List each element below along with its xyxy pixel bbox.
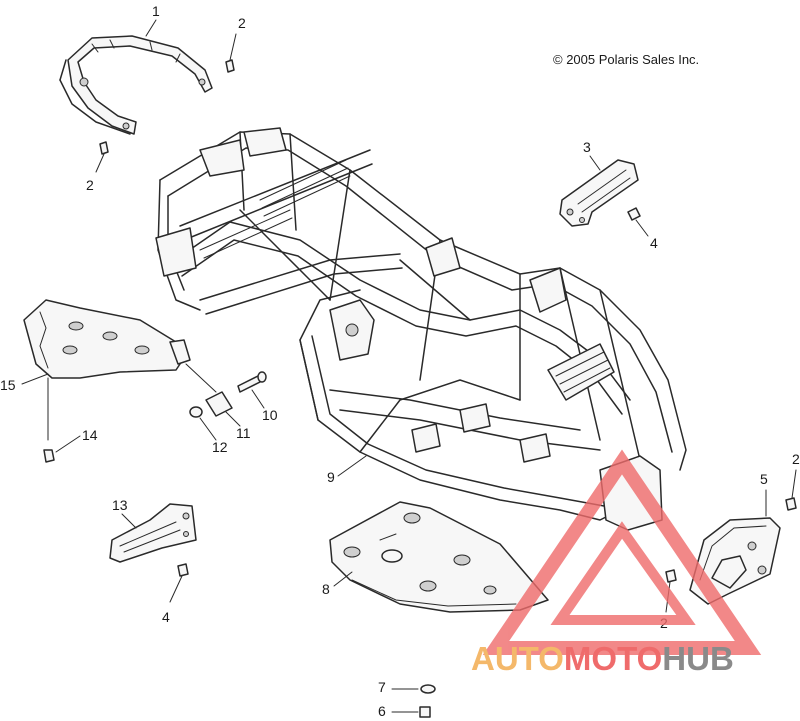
callout-6: 6 [378,703,386,719]
copyright-text: © 2005 Polaris Sales Inc. [553,52,699,67]
svg-text:AUTOMOTOHUB: AUTOMOTOHUB [471,640,734,677]
part-2-bolt [225,33,237,73]
part-4-bolt [169,563,189,603]
part-3-footrest [559,159,649,237]
callout-9: 9 [327,469,335,485]
part-7-clip [391,684,436,694]
watermark-auto: AUTO [471,640,564,677]
part-5-front-bumper [689,517,781,605]
part-10-bolt [237,371,267,393]
part-13-footrest [109,503,197,563]
callout-12: 12 [212,439,228,455]
callout-3: 3 [583,139,591,155]
part-2-bolt [95,141,109,173]
part-8-skid-plate [329,501,549,613]
callout-11: 11 [236,425,251,441]
watermark-text: AUTOMOTOHUB [471,640,734,677]
watermark-hub: HUB [662,640,734,677]
part-12-washer [189,406,203,418]
callout-8: 8 [322,581,330,597]
callout-2-left: 2 [86,177,94,193]
watermark-moto: MOTO [564,640,662,677]
part-9-main-frame [155,127,687,531]
callout-13: 13 [112,497,128,513]
part-2-bolt [785,469,797,511]
callout-2-far-right: 2 [792,451,800,467]
callout-1: 1 [152,3,160,19]
part-2-bolt [665,569,677,613]
callout-7: 7 [378,679,386,695]
callout-4-left: 4 [162,609,170,625]
callout-10: 10 [262,407,278,423]
callout-4-right: 4 [650,235,658,251]
callout-5: 5 [760,471,768,487]
callout-15: 15 [0,377,16,393]
part-14-nut [43,377,55,463]
part-6-screw [391,706,431,718]
watermark-logo [482,449,762,655]
callout-2-top: 2 [238,15,246,31]
callout-14: 14 [82,427,98,443]
part-15-skid-plate [23,299,191,379]
part-11-spacer [185,363,233,417]
part-1-rear-handle [59,35,213,135]
